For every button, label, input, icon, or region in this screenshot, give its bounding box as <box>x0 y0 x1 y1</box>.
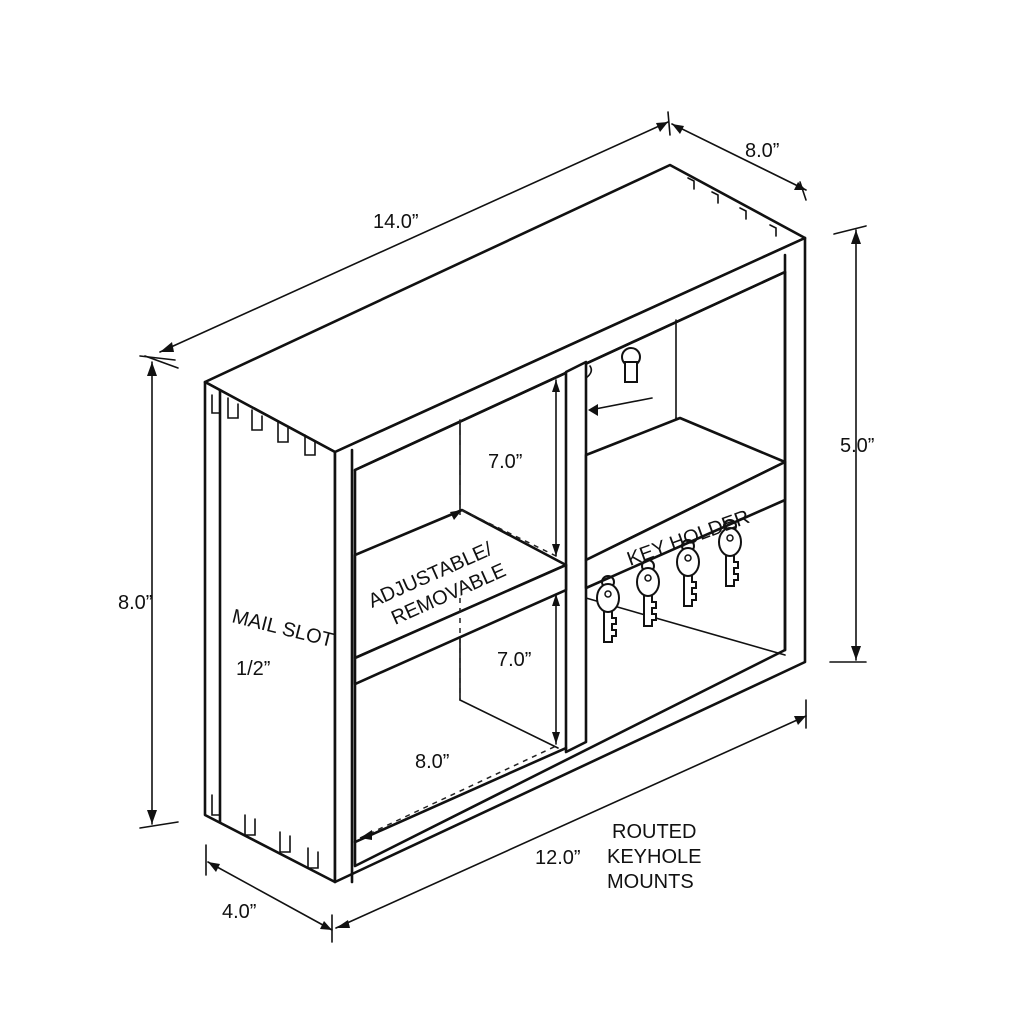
key-icon <box>718 519 742 587</box>
keyhole-arrow <box>588 397 653 416</box>
dimension-labels: 14.0” 8.0” 8.0” 5.0” 4.0” 12.0” 7.0” 7.0… <box>118 140 874 923</box>
dim-depth-front: 4.0” <box>222 901 256 923</box>
key-holder-shelf <box>584 416 787 590</box>
keyhole-mount-icon <box>585 347 641 383</box>
mail-slot-size: 1/2” <box>236 658 270 680</box>
key-icon <box>596 575 620 643</box>
inner-dimension-guides <box>359 379 557 839</box>
dim-overall-height: 8.0” <box>118 592 152 614</box>
adjustable-shelf <box>353 508 568 686</box>
dovetail-joints <box>211 177 777 869</box>
key-icon <box>636 559 660 627</box>
center-divider <box>564 360 588 754</box>
keys-icon <box>596 519 742 643</box>
dim-shelf-depth: 8.0” <box>415 751 449 773</box>
routed-label-line2: KEYHOLE <box>607 846 701 868</box>
routed-label-line1: ROUTED <box>612 821 696 843</box>
dim-lower-compartment: 7.0” <box>497 649 531 671</box>
dim-overall-width: 14.0” <box>373 211 419 233</box>
routed-label-line3: MOUNTS <box>607 871 694 893</box>
dim-inner-width: 12.0” <box>535 847 581 869</box>
dim-right-height: 5.0” <box>840 435 874 457</box>
dim-overall-depth: 8.0” <box>745 140 779 162</box>
dim-upper-compartment: 7.0” <box>488 451 522 473</box>
dimension-lines <box>139 111 867 943</box>
key-icon <box>676 539 700 607</box>
dimension-arrowheads <box>147 122 861 930</box>
